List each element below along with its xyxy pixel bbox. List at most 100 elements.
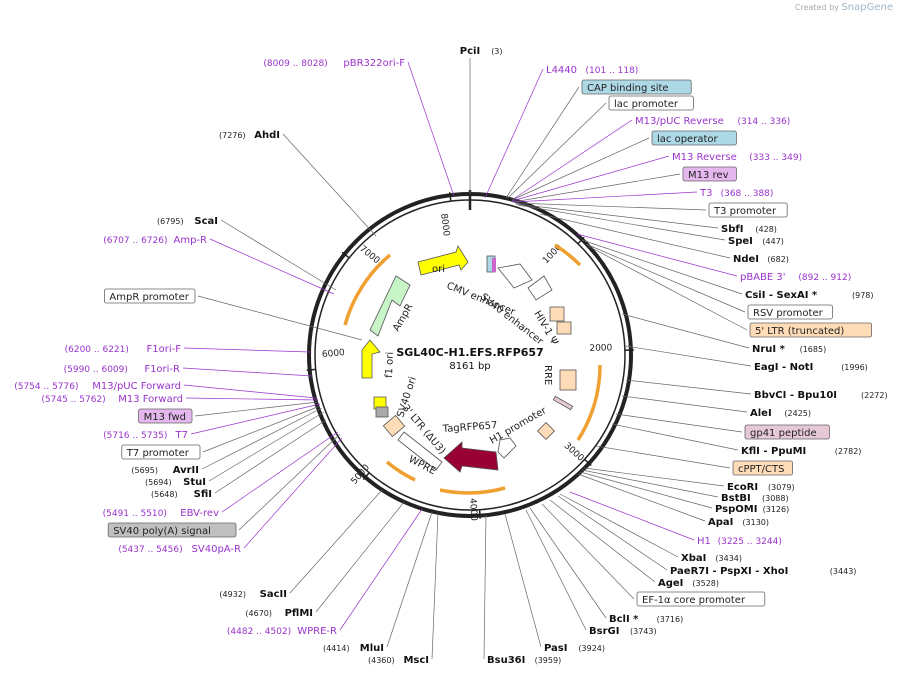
t3-label: T3 (368 .. 388)	[699, 188, 773, 199]
cmv-enhancer-feature	[497, 263, 533, 289]
sv40-enhancer-feature	[527, 275, 553, 301]
t7pro-box	[121, 444, 201, 460]
ahdi-name: AhdI	[254, 130, 280, 141]
t3-name: T3	[699, 188, 712, 199]
l4440-position: (101 .. 118)	[586, 66, 639, 76]
spei-position: (447)	[762, 237, 784, 246]
msci-name: MscI	[403, 655, 429, 666]
ef1a-name: EF-1α core promoter	[642, 595, 746, 606]
alei-label: AleI(2425)	[750, 408, 811, 419]
ring-tick-label: 2000	[589, 343, 612, 354]
f1orif-name: F1ori-F	[147, 344, 182, 355]
m13-lac-feature	[492, 258, 496, 272]
csii-leader	[581, 239, 743, 295]
ndei-label: NdeI(682)	[733, 254, 789, 265]
bstbi-leader	[581, 469, 719, 498]
m13rev_p-name: M13 Reverse	[672, 152, 737, 163]
orf-arrow-3	[439, 486, 506, 495]
bbvci-position: (2272)	[861, 391, 888, 400]
ef1a-label: EF-1α core promoter	[636, 591, 766, 607]
bsrgi-label: BsrGI(3743)	[589, 626, 657, 637]
ltr5-name: 5' LTR (truncated)	[755, 326, 844, 337]
mlui-leader	[386, 511, 433, 648]
sfii-name: SfiI	[194, 489, 212, 500]
pbabe-leader	[576, 233, 738, 277]
t3-position: (368 .. 388)	[721, 189, 774, 199]
bcli-label: BclI *(3716)	[609, 614, 683, 625]
kfli-leader	[611, 423, 739, 451]
pspomi-name: PspOMI	[715, 504, 757, 515]
ring-tick-mark	[341, 251, 350, 259]
m13forward-label: M13 Forward(5745 .. 5762)	[41, 394, 183, 405]
pflmi-name: PflMI	[285, 608, 313, 619]
m13puc-label: M13/pUC Reverse(314 .. 336)	[635, 116, 790, 127]
tagrfp657-label: TagRFP657	[441, 420, 497, 435]
t7-position: (5716 .. 5735)	[103, 431, 167, 441]
ring-tick-label: 6000	[322, 348, 346, 360]
msci-position: (4360)	[368, 656, 395, 665]
wprer-name: WPRE-R	[297, 626, 337, 637]
orf-arrow-5	[343, 253, 392, 326]
bstbi-name: BstBI	[721, 493, 751, 504]
m13rev_f-box	[682, 166, 737, 182]
ori-label: ori	[432, 264, 445, 275]
ring-tick-label: 4000	[467, 498, 478, 522]
avrii-label: AvrII(5695)	[131, 465, 199, 476]
bsrgi-name: BsrGI	[589, 626, 619, 637]
ring-tick-label: 8000	[438, 213, 451, 237]
paer7i-leader	[557, 495, 668, 571]
pspomi-leader	[579, 471, 713, 509]
ecori-position: (3079)	[768, 483, 795, 492]
m13forward-name: M13 Forward	[118, 394, 183, 405]
sv40-polya-feature	[375, 406, 389, 418]
scai-label: ScaI(6795)	[157, 216, 218, 227]
bstbi-position: (3088)	[762, 494, 789, 503]
sfii-label: SfiI(5648)	[151, 489, 212, 500]
scai-leader	[220, 219, 337, 291]
sv40par-leader	[243, 437, 343, 549]
paer7i-name: PaeR7I - PspXI - XhoI	[670, 566, 788, 577]
pcii-label: PciI(3)	[460, 46, 503, 57]
m13puc-name: M13/pUC Reverse	[635, 116, 724, 127]
agei-label: AgeI(3528)	[658, 578, 719, 589]
ndei-position: (682)	[767, 255, 789, 264]
wpre-feature	[397, 431, 443, 471]
scai-position: (6795)	[157, 217, 184, 226]
rre-label: RRE	[542, 365, 553, 385]
sv40par-name: SV40pA-R	[192, 544, 241, 555]
lacop-leader	[511, 137, 650, 201]
gp41-label: gp41 peptide	[744, 424, 830, 440]
cppt-box	[732, 460, 793, 476]
kfli-label: KflI - PpuMI(2782)	[741, 446, 861, 457]
orf-arrow-2	[576, 364, 602, 441]
m13rev_p-position: (333 .. 349)	[749, 153, 802, 163]
bsu36i-label: Bsu36I(3959)	[487, 655, 561, 666]
ring-tick-mark	[478, 509, 481, 519]
ef1a-leader	[541, 503, 635, 600]
bbvci-leader	[625, 379, 752, 395]
pbr322-name: pBR322ori-F	[343, 58, 405, 69]
m13pucf-leader	[183, 384, 317, 399]
avrii-leader	[201, 407, 323, 470]
amprpro-box	[104, 288, 196, 304]
lacop-box	[651, 130, 737, 146]
ring-tick-mark	[362, 472, 370, 481]
gp41-feature	[552, 395, 574, 411]
t7pro-label: T7 promoter	[121, 444, 201, 460]
kfli-position: (2782)	[835, 447, 862, 456]
xbai-leader	[559, 493, 679, 558]
bcli-leader	[529, 507, 607, 619]
wprer-leader	[339, 508, 423, 631]
h1p-leader	[569, 491, 695, 541]
ndei-leader	[539, 213, 731, 259]
ebvrev-position: (5491 .. 5510)	[103, 509, 167, 519]
cap-leader	[505, 86, 580, 199]
stui-name: StuI	[183, 477, 206, 488]
f1-ori-feature	[361, 339, 381, 379]
apai-position: (3130)	[742, 518, 769, 527]
bsrgi-leader	[525, 509, 587, 631]
ecori-name: EcoRI	[727, 482, 758, 493]
pasi-label: PasI(3924)	[544, 643, 605, 654]
nrui-name: NruI *	[752, 344, 786, 355]
agei-leader	[549, 499, 656, 583]
